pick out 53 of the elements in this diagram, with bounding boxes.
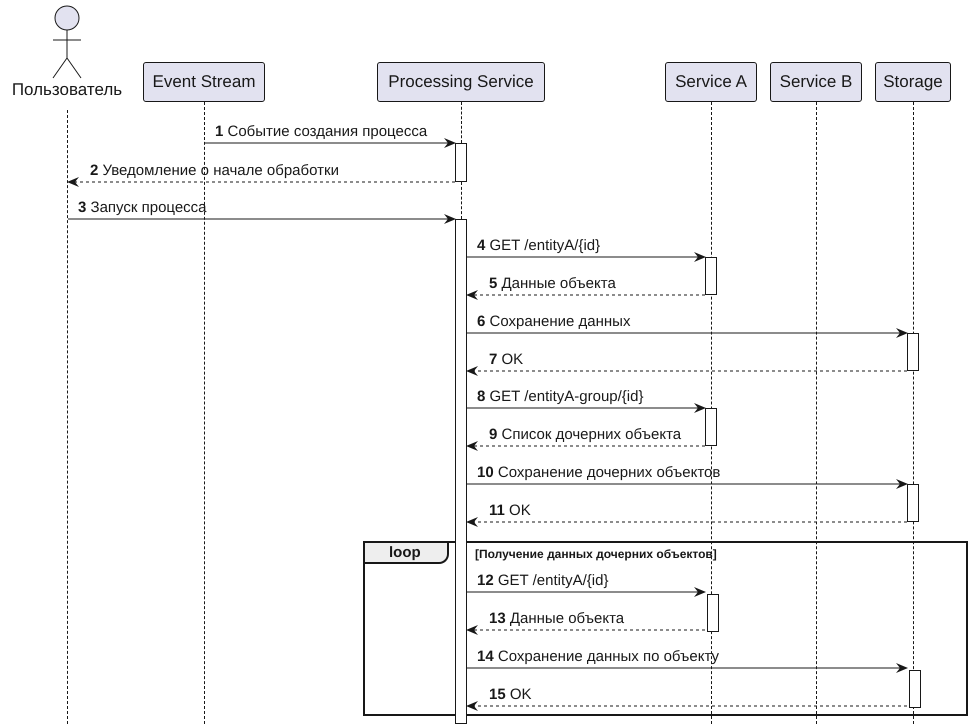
message-arrow [466,252,706,262]
participant-box: Service A [665,62,757,102]
edge-label: 8 GET /entityA-group/{id} [477,388,644,406]
lifeline [816,102,817,724]
message-arrow [466,403,706,413]
message-arrow [466,663,908,673]
edge-label: 15 OK [489,686,532,704]
message-arrow [68,214,456,224]
message-arrow [466,328,908,338]
message-arrow [466,625,706,635]
loop-tab: loop [365,543,449,564]
edge-label: 7 OK [489,351,524,369]
message-arrow [67,177,456,187]
actor-name: Пользователь [12,80,122,100]
lifeline [461,102,462,143]
edge-label: 13 Данные объекта [489,610,624,628]
message-arrow [204,138,456,148]
loop-condition: [Получение данных дочерних объектов] [475,546,717,563]
message-arrow [466,366,908,376]
message-arrow [466,587,706,597]
participant-box: Event Stream [143,62,265,102]
lifeline [67,110,68,724]
edge-label: 3 Запуск процесса [78,199,207,217]
lifeline [204,102,205,724]
message-arrow [466,517,908,527]
edge-label: 5 Данные объекта [489,275,616,293]
activation-bar [907,333,919,371]
edge-label: 9 Список дочерних объекта [489,426,682,444]
edge-label: 4 GET /entityA/{id} [477,237,600,255]
message-arrow [466,290,706,300]
activation-bar [909,670,921,708]
lifeline [913,102,914,724]
activation-bar [707,594,719,632]
activation-bar [455,143,467,182]
activation-bar [455,219,467,724]
lifeline [461,182,462,219]
message-arrow [466,479,908,489]
edge-label: 12 GET /entityA/{id} [477,572,608,590]
loop-frame [363,541,968,716]
edge-label: 6 Сохранение данных [477,313,630,331]
message-arrow [466,441,706,451]
participant-box: Storage [875,62,951,102]
activation-bar [705,257,717,295]
participant-box: Service B [770,62,862,102]
edge-label: 14 Сохранение данных по объекту [477,648,720,666]
participant-box: Processing Service [377,62,545,102]
activation-bar [705,408,717,446]
edge-label: 11 OK [489,502,531,520]
activation-bar [907,484,919,522]
lifeline [711,102,712,724]
edge-label: 1 Событие создания процесса [215,123,428,141]
edge-label: 10 Сохранение дочерних объектов [477,464,720,482]
message-arrow [466,701,908,711]
